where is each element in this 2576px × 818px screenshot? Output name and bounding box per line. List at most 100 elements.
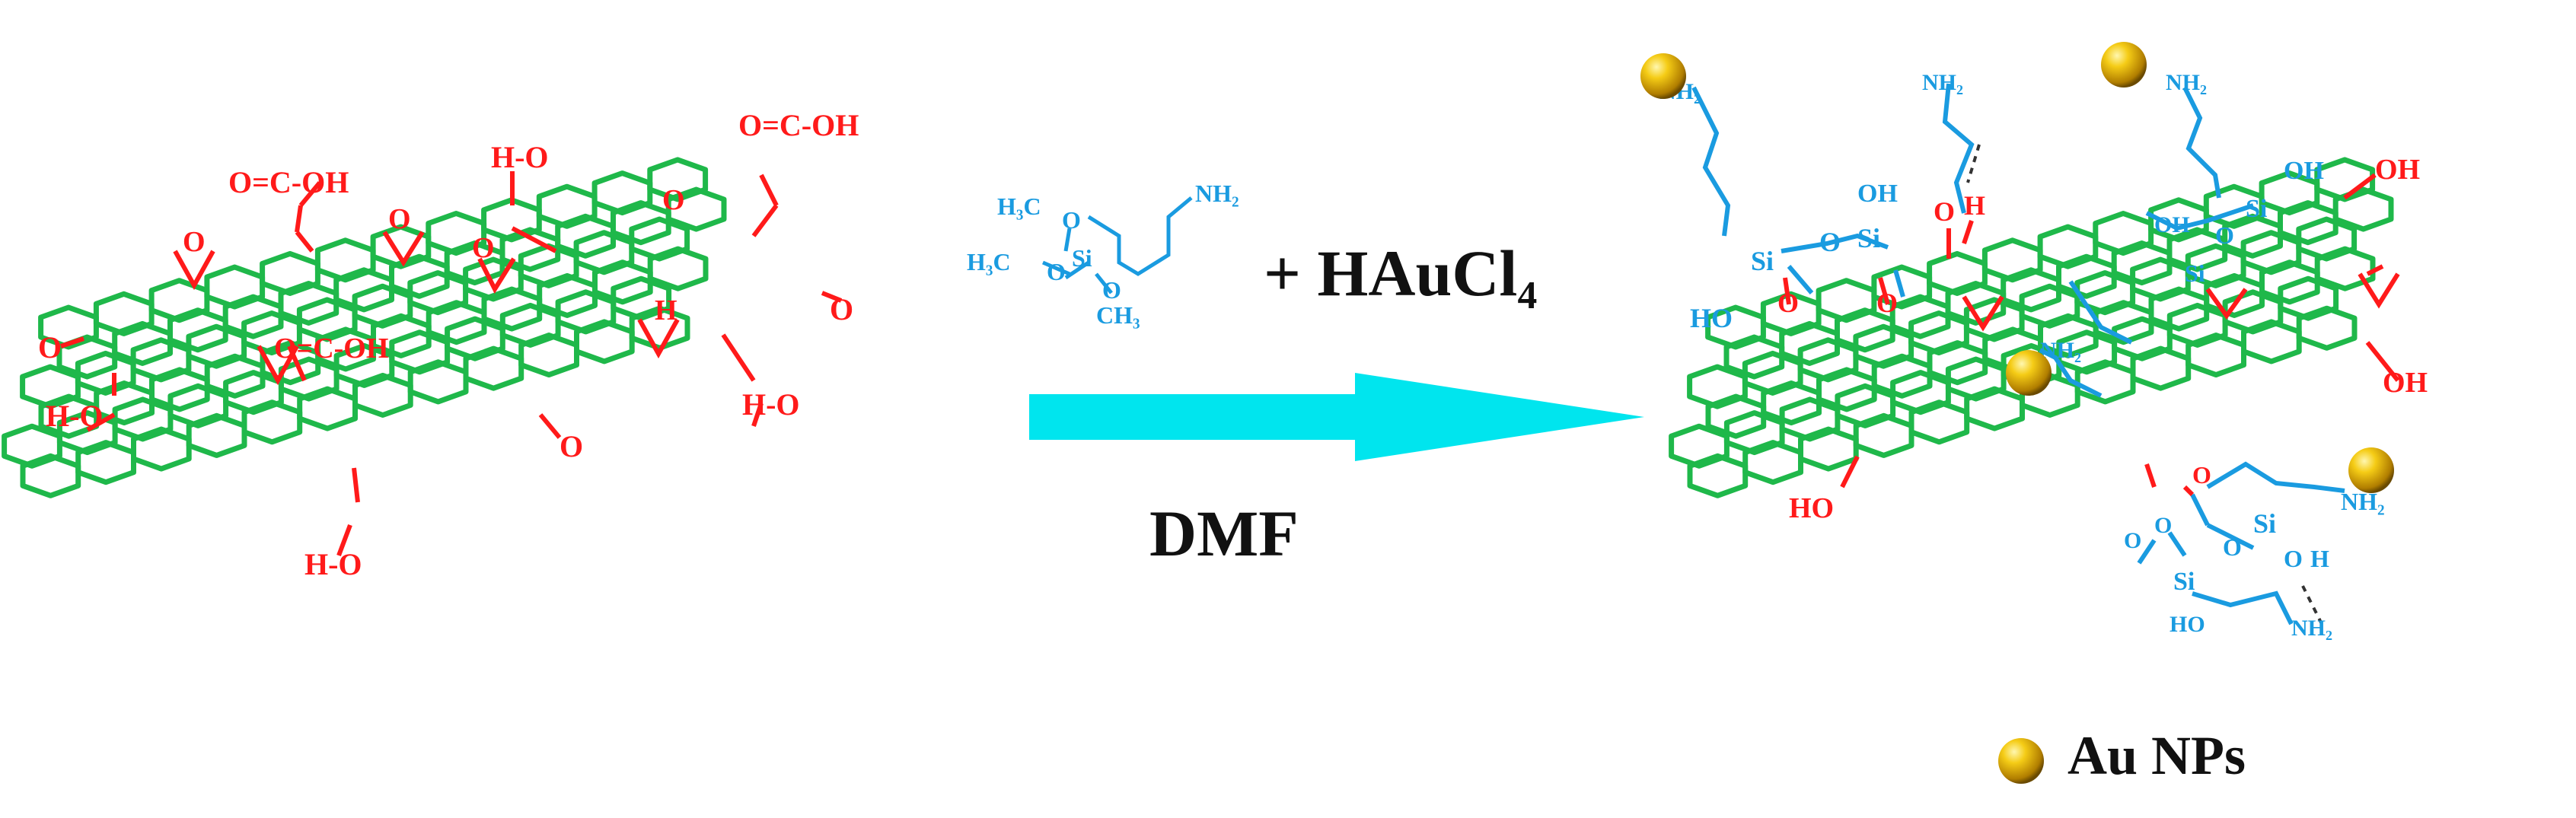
hexagon-ring — [2259, 170, 2320, 216]
hexagon-ring — [555, 289, 617, 335]
hexagon-ring — [426, 211, 487, 256]
hexagon-ring — [2130, 345, 2192, 391]
hexagon-ring — [94, 380, 155, 426]
svg-text:OH: OH — [2383, 367, 2428, 399]
svg-text:H-O: H-O — [491, 140, 549, 174]
hexagon-ring — [647, 246, 709, 291]
svg-text:CH₃: CH₃ — [1096, 301, 1140, 329]
hexagon-ring — [260, 250, 320, 296]
hexagon-ring — [2, 423, 62, 469]
hexagon-ring — [278, 356, 340, 402]
hexagon-ring — [611, 275, 672, 321]
svg-text:O=C-OH: O=C-OH — [274, 333, 388, 364]
hexagon-ring — [20, 453, 81, 498]
svg-text:H-O: H-O — [304, 547, 362, 581]
hexagon-ring — [333, 267, 394, 313]
hexagon-ring — [1963, 297, 2025, 342]
hexagon-ring — [1945, 356, 2007, 402]
hexagon-ring — [2074, 270, 2136, 316]
hexagon-ring — [223, 370, 284, 415]
hexagon-ring — [665, 186, 727, 232]
hexagon-ring — [1687, 453, 1749, 498]
svg-text:O: O — [662, 184, 685, 216]
svg-text:HO: HO — [2170, 612, 2205, 637]
hexagon-ring — [407, 359, 469, 405]
hexagon-ring — [2278, 200, 2338, 246]
hexagon-ring — [2240, 230, 2302, 275]
svg-text:O: O — [1062, 206, 1081, 234]
hexagon-ring — [592, 259, 653, 305]
svg-text:NH₂: NH₂ — [1922, 70, 1963, 95]
hexagon-ring — [629, 305, 690, 351]
product-sheet: NH₂ NH₂ NH₂ Si O Si OH HO O O O H Si OH … — [1640, 42, 2428, 641]
hexagon-ring — [1742, 440, 1803, 485]
hexagon-ring — [1687, 364, 1748, 409]
hexagon-ring — [167, 383, 229, 428]
hexagon-ring — [499, 227, 561, 272]
hexagon-ring — [1723, 334, 1785, 380]
hexagon-ring — [260, 340, 321, 386]
hexagon-ring — [2204, 272, 2265, 318]
hexagon-ring — [1779, 396, 1841, 442]
hexagon-ring — [352, 372, 413, 418]
svg-text:OH: OH — [2154, 212, 2190, 237]
hexagon-ring — [2148, 197, 2209, 243]
hexagon-ring — [315, 326, 376, 372]
hexagon-ring — [574, 319, 635, 364]
svg-text:O: O — [1777, 288, 1799, 318]
hexagon-ring — [536, 183, 598, 229]
hexagon-ring — [647, 157, 709, 202]
hexagon-ring — [463, 256, 524, 302]
svg-text:Si: Si — [1751, 246, 1774, 276]
hexagon-ring — [1705, 304, 1766, 350]
hexagon-ring — [1981, 237, 2043, 283]
hexagon-ring — [296, 297, 358, 342]
hexagon-ring — [1816, 278, 1877, 323]
svg-text:Si: Si — [1857, 223, 1880, 253]
hexagon-ring — [186, 412, 247, 458]
hexagon-ring — [75, 440, 136, 485]
hexagon-ring — [148, 278, 210, 323]
hexagon-ring — [2019, 283, 2080, 329]
hexagon-ring — [1889, 294, 1951, 339]
hexagon-ring — [1890, 370, 1951, 415]
graphene-lattice — [2, 157, 727, 498]
hexagon-ring — [2185, 333, 2246, 378]
hexagon-ring — [112, 320, 173, 366]
hexagon-ring — [333, 342, 395, 388]
product-silane-chains — [1691, 83, 2345, 625]
svg-text:HO: HO — [1690, 303, 1733, 333]
hexagon-ring — [1779, 320, 1840, 366]
hexagon-ring — [241, 310, 302, 356]
reaction-arrow — [1029, 373, 1644, 461]
go-functional-groups — [60, 171, 843, 557]
hexagon-ring — [2074, 359, 2136, 405]
hexagon-ring — [1705, 393, 1767, 439]
hexagon-ring — [2001, 267, 2061, 313]
hexagon-ring — [2296, 305, 2358, 351]
hexagon-ring — [2093, 211, 2154, 256]
hexagon-ring — [555, 213, 616, 259]
hexagon-ring — [2148, 286, 2210, 332]
svg-text:OH: OH — [2284, 157, 2324, 185]
svg-text:O: O — [1102, 276, 1121, 304]
hexagon-ring — [2222, 289, 2284, 335]
hexagon-ring — [1908, 399, 1970, 445]
hexagon-ring — [1871, 353, 1933, 399]
hexagon-ring — [167, 307, 228, 353]
svg-text:NH₂: NH₂ — [2341, 488, 2385, 515]
gold-sphere-icon — [1998, 738, 2044, 784]
hexagon-ring — [1669, 423, 1730, 469]
hexagon-ring — [2166, 227, 2228, 272]
hexagon-ring — [1835, 307, 1895, 353]
hexagon-ring — [75, 350, 136, 396]
hexagon-ring — [371, 313, 432, 358]
hexagon-ring — [445, 316, 505, 361]
hexagon-ring — [1853, 323, 1914, 369]
gold-nanoparticles — [1640, 42, 2394, 493]
hexagon-ring — [56, 334, 118, 380]
hexagon-ring — [2111, 240, 2173, 286]
svg-text:O: O — [560, 429, 583, 463]
hexagon-ring — [537, 272, 598, 318]
hexagon-ring — [1723, 410, 1785, 456]
